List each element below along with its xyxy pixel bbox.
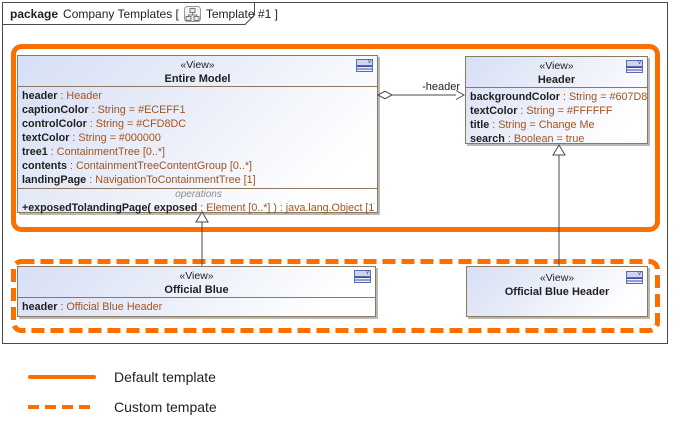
attribute-row: captionColor : String = #ECEFF1 [22,104,186,116]
view-stereotype-icon: v [354,270,371,283]
attribute-row: header : Official Blue Header [22,301,163,313]
custom-template-region [11,259,660,333]
class-entire-model[interactable]: «View» Entire Model v header : Header ca… [17,55,378,214]
legend-dashed-line [28,405,96,409]
class-caption: «View» Header v [466,57,647,87]
class-caption: «View» Official Blue v [18,267,375,297]
stereotype-label: «View» [539,272,575,284]
class-caption: «View» Official Blue Header v [467,267,647,299]
association-role-label: -header [422,81,460,93]
diagram-name: Template #1 ] [205,6,278,21]
attribute-row: controlColor : String = #CFD8DC [22,118,187,130]
class-name: Official Blue [164,284,229,296]
class-official-blue-header[interactable]: «View» Official Blue Header v [466,266,648,317]
view-stereotype-icon: v [356,59,373,72]
stereotype-label: «View» [539,60,574,72]
attribute-row: contents : ContainmentTreeContentGroup [… [22,160,253,172]
stereotype-label: «View» [179,270,214,282]
attributes-compartment: backgroundColor : String = #607D8B textC… [466,87,647,147]
class-name: Official Blue Header [504,286,610,298]
class-name: Entire Model [164,73,231,85]
default-template-region [11,44,660,232]
attribute-row: tree1 : ContainmentTree [0..*] [22,146,166,158]
legend-solid-line [28,375,96,379]
attribute-row: textColor : String = #FFFFFF [470,105,613,117]
package-keyword: package [10,6,59,21]
attribute-row: title : String = Change Me [470,119,595,131]
legend-custom-template-label: Custom tempate [114,399,217,415]
stereotype-label: «View» [180,59,215,71]
package-header: package Company Templates [ Template #1 … [10,5,278,22]
class-header[interactable]: «View» Header v backgroundColor : String… [465,56,648,147]
attributes-compartment: header : Header captionColor : String = … [18,86,377,188]
package-name: Company Templates [ [63,6,179,21]
view-stereotype-icon: v [626,271,643,284]
attribute-row: landingPage : NavigationToContainmentTre… [22,174,256,186]
class-name: Header [537,74,576,86]
legend-default-template-label: Default template [114,369,216,385]
operation-row: +exposedTolandingPage( exposed : Element… [22,202,375,214]
operations-compartment: operations +exposedTolandingPage( expose… [18,188,377,217]
class-caption: «View» Entire Model v [18,56,377,86]
diagram-icon [183,5,201,22]
package-frame [2,2,668,344]
operations-compartment-label: operations [175,189,222,200]
view-stereotype-icon: v [626,60,643,73]
class-official-blue[interactable]: «View» Official Blue v header : Official… [17,266,376,317]
attribute-row: search : Boolean = true [470,133,585,145]
attribute-row: backgroundColor : String = #607D8B [470,91,647,103]
attribute-row: header : Header [22,90,102,102]
attribute-row: textColor : String = #000000 [22,132,161,144]
attributes-compartment: header : Official Blue Header [18,297,375,315]
